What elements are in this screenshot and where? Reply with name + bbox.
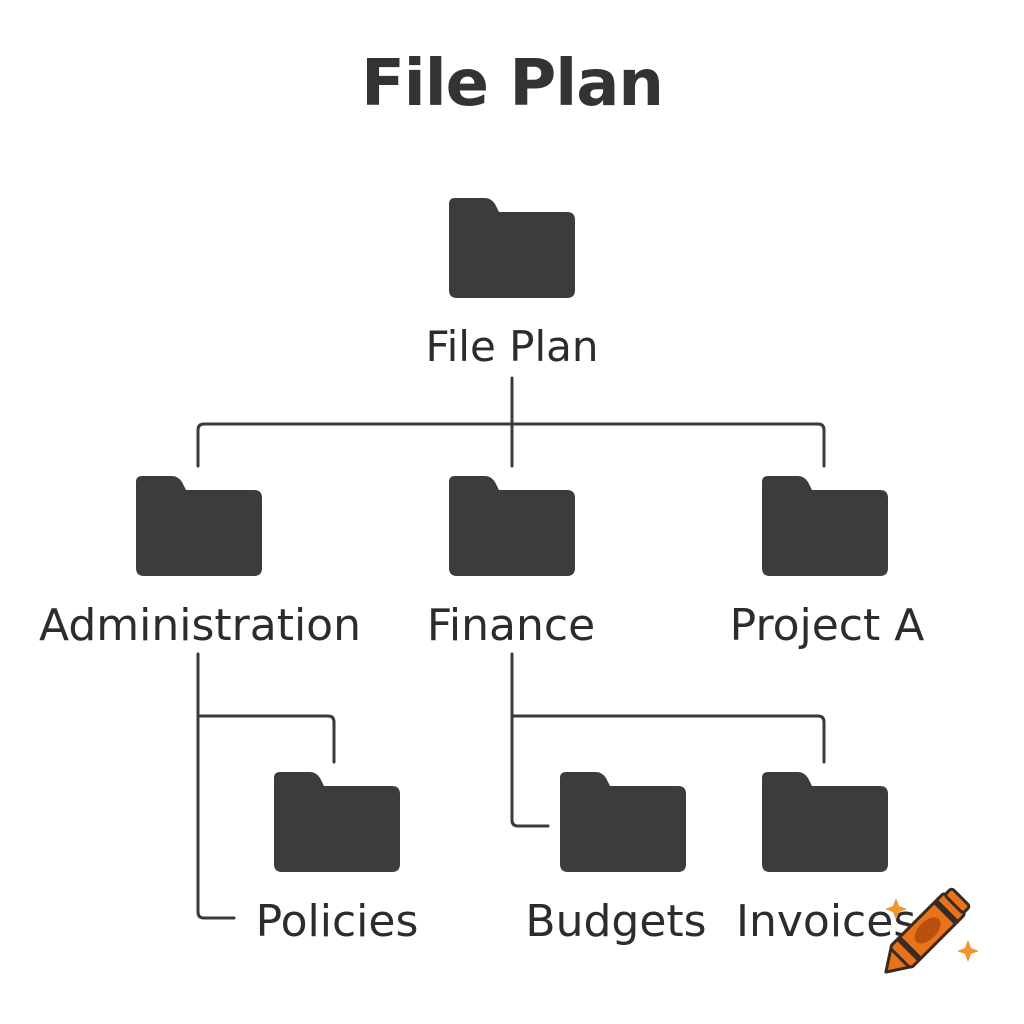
connector-administration-trunk [196,652,236,920]
root-folder-label[interactable]: File Plan [425,322,599,371]
folder-label-administration[interactable]: Administration [39,600,361,651]
connector-finance-trunk [510,652,550,828]
connector-level1-bar [196,422,826,468]
folder-label-invoices[interactable]: Invoices [736,896,917,947]
folder-icon[interactable] [449,476,575,576]
folder-label-finance[interactable]: Finance [426,600,596,651]
connector-policies-branch [196,714,336,764]
folder-label-policies[interactable]: Policies [255,896,419,947]
folder-icon[interactable] [560,772,686,872]
folder-icon[interactable] [136,476,262,576]
folder-icon[interactable] [449,198,575,298]
folder-label-project-a[interactable]: Project A [729,600,925,651]
folder-icon[interactable] [762,476,888,576]
connector-invoices-branch [510,714,826,764]
diagram-title: File Plan [361,47,664,121]
folder-icon[interactable] [762,772,888,872]
folder-label-budgets[interactable]: Budgets [525,896,707,947]
folder-icon[interactable] [274,772,400,872]
crayon-icon [884,887,979,974]
